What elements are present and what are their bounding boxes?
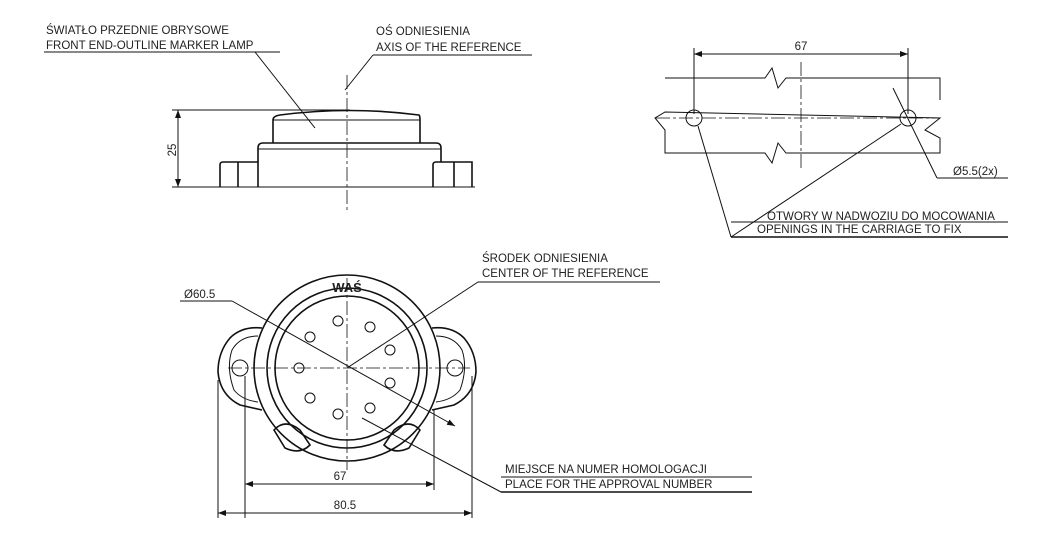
hole-diameter-dim: Ø5.5(2x) xyxy=(953,166,998,178)
hole-spacing-bottom-dim: 67 xyxy=(334,471,347,483)
axis-label-en: AXIS OF THE REFERENCE xyxy=(376,42,522,54)
center-label-en: CENTER OF THE REFERENCE xyxy=(482,268,649,280)
outer-diameter-dim: Ø60.5 xyxy=(184,289,215,301)
approval-label-pl: MIEJSCE NA NUMER HOMOLOGACJI xyxy=(505,464,707,476)
lamp-label-en: FRONT END-OUTLINE MARKER LAMP xyxy=(46,40,254,52)
pin-holes xyxy=(293,315,396,420)
hole-spacing-top-dim: 67 xyxy=(795,41,808,53)
side-view: 25 ŚWIATŁO PRZEDNIE OBRYSOWE FRONT END-O… xyxy=(44,24,532,210)
openings-label-en: OPENINGS IN THE CARRIAGE TO FIX xyxy=(757,224,962,236)
front-view: WAŚ Ø60.5 ŚRODEK ODNIESIENIA CENTER OF T… xyxy=(180,252,752,518)
axis-label-pl: OŚ ODNIESIENIA xyxy=(376,25,470,38)
openings-label-pl: OTWORY W NADWOZIU DO MOCOWANIA xyxy=(767,211,995,223)
lamp-label-pl: ŚWIATŁO PRZEDNIE OBRYSOWE xyxy=(46,24,229,37)
overall-width-dim: 80.5 xyxy=(334,500,356,512)
height-dim: 25 xyxy=(167,144,179,157)
approval-label-en: PLACE FOR THE APPROVAL NUMBER xyxy=(505,479,712,491)
center-label-pl: ŚRODEK ODNIESIENIA xyxy=(482,252,608,265)
mounting-openings-view: 67 Ø5.5(2x) OTWORY W NADWOZIU DO MOCOWAN… xyxy=(654,41,1008,238)
